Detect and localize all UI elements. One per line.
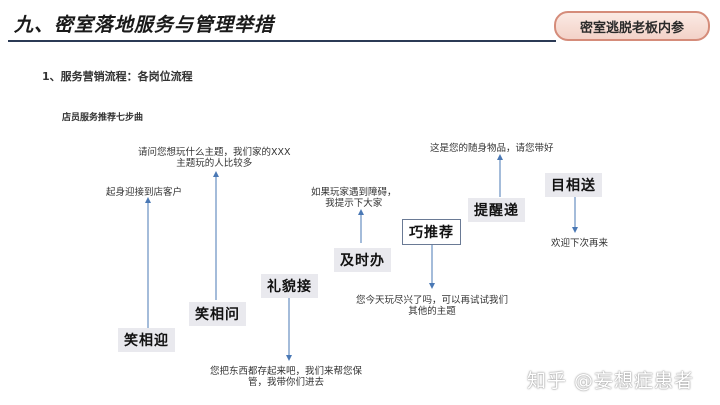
step-3-note-line1: 您把东西都存起来吧，我们来帮您保 <box>210 366 363 377</box>
step-7-note: 欢迎下次再来 <box>551 238 608 249</box>
page-title: 九、密室落地服务与管理举措 <box>14 14 275 36</box>
step-2-note: 请问您想玩什么主题，我们家的XXX 主题玩的人比较多 <box>138 147 291 169</box>
step-1-label: 笑相迎 <box>118 328 175 352</box>
step-4-note: 如果玩家遇到障碍， 我提示下大家 <box>311 187 397 209</box>
step-4-note-line2: 我提示下大家 <box>325 198 383 209</box>
step-5-note-line2: 其他的主题 <box>408 306 456 317</box>
step-6-note: 这是您的随身物品，请您带好 <box>430 143 554 154</box>
step-7-note-text: 欢迎下次再来 <box>551 238 609 249</box>
step-6-note-text: 这是您的随身物品，请您带好 <box>430 143 554 154</box>
step-2-note-line1: 请问您想玩什么主题，我们家的XXX <box>138 147 291 158</box>
step-2-label: 笑相问 <box>189 302 246 326</box>
step-2-note-line2: 主题玩的人比较多 <box>176 158 253 169</box>
source-badge: 密室逃脱老板内参 <box>554 11 710 41</box>
step-6-label: 提醒递 <box>468 198 525 222</box>
zhihu-watermark: 知乎 @妄想症患者 <box>527 370 695 392</box>
title-divider <box>8 40 556 42</box>
step-4-label: 及时办 <box>334 248 391 272</box>
section-subtitle: 1、服务营销流程：各岗位流程 <box>42 70 193 83</box>
step-3-note: 您把东西都存起来吧，我们来帮您保 管，我带你们进去 <box>210 366 362 388</box>
step-7-label: 目相送 <box>545 173 602 197</box>
step-1-note: 起身迎接到店客户 <box>106 187 182 198</box>
step-5-label: 巧推荐 <box>402 219 461 245</box>
steps-heading: 店员服务推荐七步曲 <box>62 113 144 123</box>
step-4-note-line1: 如果玩家遇到障碍， <box>311 187 397 198</box>
step-1-note-text: 起身迎接到店客户 <box>106 187 183 198</box>
step-3-label: 礼貌接 <box>261 274 318 298</box>
step-3-note-line2: 管，我带你们进去 <box>248 377 325 388</box>
step-5-note: 您今天玩尽兴了吗，可以再试试我们 其他的主题 <box>356 295 508 317</box>
step-5-note-line1: 您今天玩尽兴了吗，可以再试试我们 <box>356 295 509 306</box>
